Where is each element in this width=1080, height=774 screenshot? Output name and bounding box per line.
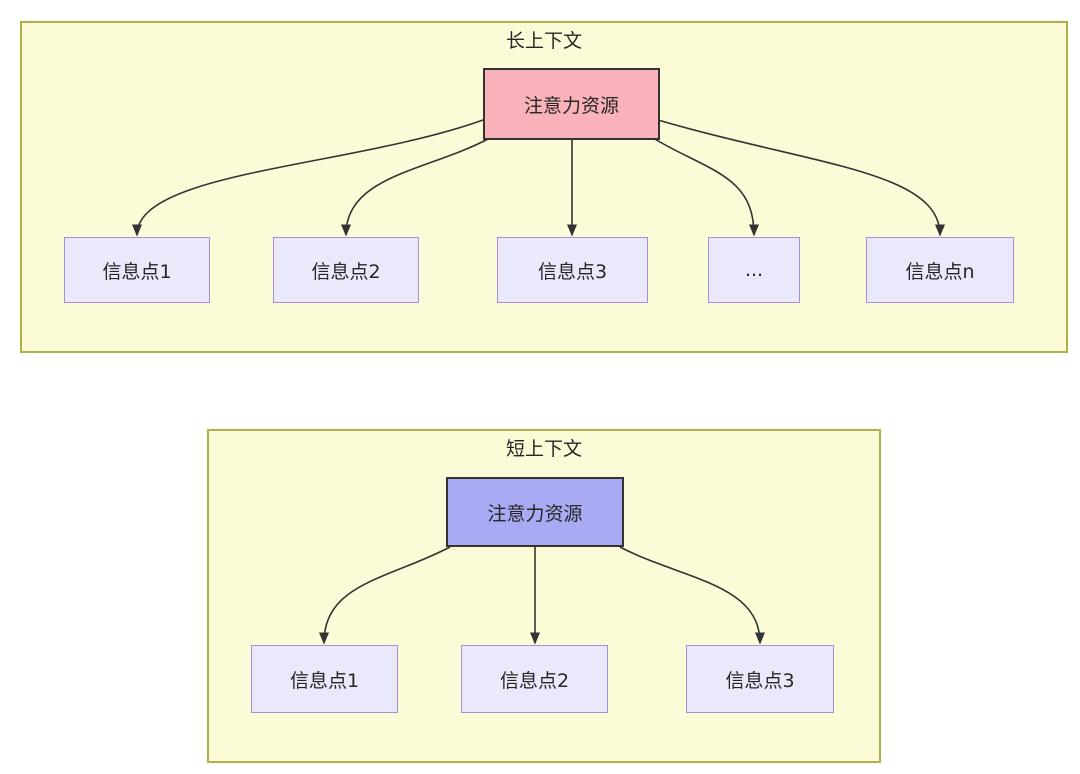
arrow-long-root-to-ellipsis xyxy=(652,137,759,237)
arrow-long-root-to-info2 xyxy=(341,137,491,237)
arrow-long-root-to-info1 xyxy=(132,119,484,237)
long-context-container: 长上下文 注意力资源 信息点1 信息点2 信息点3 ... 信息点n xyxy=(20,21,1068,353)
short-context-title: 短上下文 xyxy=(505,438,582,460)
arrow-short-root-to-info3 xyxy=(619,546,765,645)
short-attention-resources-node: 注意力资源 xyxy=(446,477,624,547)
short-info-point-2-node: 信息点2 xyxy=(461,645,608,713)
long-attention-resources-node: 注意力资源 xyxy=(483,68,660,140)
short-context-container: 短上下文 注意力资源 信息点1 信息点2 信息点3 xyxy=(207,429,881,763)
arrow-short-root-to-info1 xyxy=(319,546,451,645)
long-context-title: 长上下文 xyxy=(505,30,582,52)
long-info-point-3-node: 信息点3 xyxy=(497,237,648,303)
short-info-point-1-node: 信息点1 xyxy=(251,645,398,713)
arrow-long-root-to-infon xyxy=(657,119,945,237)
long-info-point-ellipsis-node: ... xyxy=(708,237,800,303)
long-info-point-2-node: 信息点2 xyxy=(273,237,419,303)
long-info-point-n-node: 信息点n xyxy=(866,237,1014,303)
short-info-point-3-node: 信息点3 xyxy=(686,645,834,713)
long-info-point-1-node: 信息点1 xyxy=(64,237,210,303)
